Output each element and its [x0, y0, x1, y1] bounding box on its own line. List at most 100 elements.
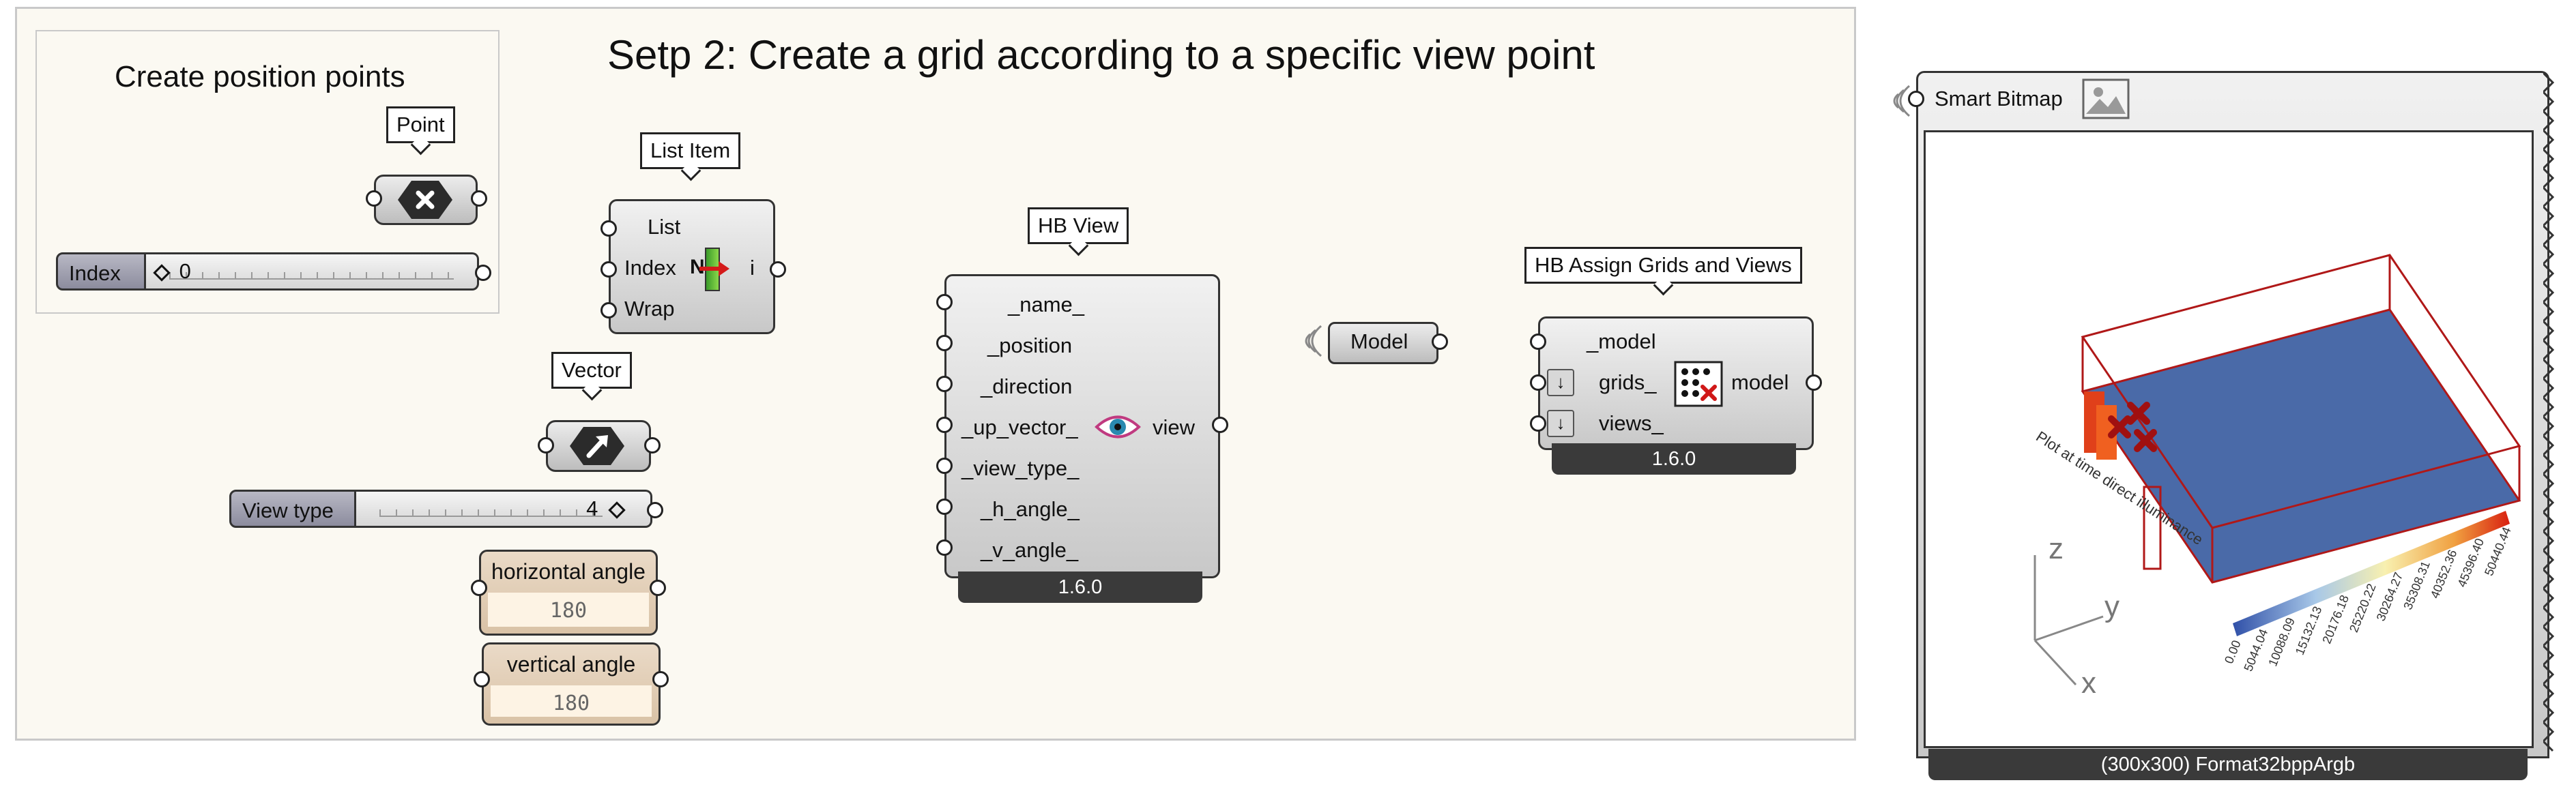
- index-slider-track[interactable]: 0: [146, 252, 479, 291]
- hb-assign-output-model: model: [1731, 370, 1789, 394]
- resize-edge[interactable]: [2543, 73, 2557, 756]
- wireless-icon: [1305, 325, 1322, 357]
- hb-view-input-h-angle: _h_angle_: [981, 497, 1080, 521]
- hb-assign-input-model: _model: [1587, 329, 1656, 353]
- v-angle-input-grip[interactable]: [474, 671, 490, 687]
- index-slider-value[interactable]: 0: [153, 254, 191, 288]
- list-item-output-grip[interactable]: [770, 261, 786, 278]
- hb-assign-input-grip-grids[interactable]: [1530, 374, 1546, 391]
- flatten-icon-grids[interactable]: ↓: [1547, 369, 1574, 396]
- list-item-input-grip-index[interactable]: [600, 261, 617, 278]
- smart-bitmap-label: Smart Bitmap: [1935, 87, 2063, 110]
- vector-input-grip[interactable]: [538, 437, 554, 454]
- hb-assign-output-grip[interactable]: [1806, 374, 1822, 391]
- v-angle-panel[interactable]: vertical angle 180: [482, 642, 661, 726]
- list-item-input-grip-list[interactable]: [600, 220, 617, 237]
- vector-output-grip[interactable]: [644, 437, 661, 454]
- image-icon: [2082, 78, 2130, 119]
- hb-view-version: 1.6.0: [958, 571, 1202, 603]
- h-angle-panel-value[interactable]: 180: [488, 593, 649, 627]
- legend-label: 30264.27: [2374, 570, 2406, 623]
- hb-view-input-view-type: _view_type_: [961, 456, 1080, 480]
- hb-view-input-grip-direction[interactable]: [936, 376, 953, 392]
- list-item-input-list: List: [648, 215, 681, 239]
- list-item-input-index: Index: [624, 256, 676, 280]
- hb-view-input-grip-view-type[interactable]: [936, 458, 953, 474]
- hb-view-output-grip[interactable]: [1212, 417, 1228, 433]
- index-slider-ticks: [169, 272, 454, 279]
- index-slider[interactable]: Index 0: [56, 252, 479, 291]
- hb-view-component[interactable]: _name_ _position _direction _up_vector_ …: [944, 274, 1220, 578]
- hb-assign-input-grids: grids_: [1599, 370, 1657, 394]
- eye-icon: [1095, 415, 1141, 439]
- h-angle-output-grip[interactable]: [650, 580, 666, 596]
- v-angle-output-grip[interactable]: [652, 671, 669, 687]
- legend-label: 35308.31: [2401, 559, 2433, 612]
- group-title: Create position points: [115, 60, 405, 93]
- point-param[interactable]: [374, 175, 478, 225]
- v-angle-panel-title: vertical angle: [506, 652, 636, 677]
- view-type-slider-ticks: [379, 509, 603, 516]
- hb-view-input-up-vector: _up_vector_: [961, 415, 1078, 439]
- smart-bitmap-footer: (300x300) Format32bppArgb: [1928, 749, 2528, 780]
- list-item-component[interactable]: List Index Wrap i N: [609, 199, 775, 334]
- legend-label: 5044.04: [2241, 627, 2270, 673]
- grid-points-icon: [1674, 361, 1723, 407]
- legend-bar: [2233, 511, 2510, 636]
- view-type-slider-track[interactable]: 4: [356, 490, 652, 528]
- list-item-icon: N: [690, 248, 731, 291]
- hb-view-bubble: HB View: [1028, 207, 1129, 244]
- legend-label: 10088.09: [2266, 616, 2298, 668]
- h-angle-panel[interactable]: horizontal angle 180: [479, 550, 658, 636]
- legend-label: 15132.13: [2293, 604, 2325, 657]
- hb-view-input-grip-v-angle[interactable]: [936, 539, 953, 556]
- smart-bitmap-input-grip[interactable]: [1908, 91, 1924, 107]
- hb-assign-version: 1.6.0: [1552, 443, 1796, 475]
- hb-view-input-grip-h-angle[interactable]: [936, 499, 953, 515]
- hb-assign-input-grip-model[interactable]: [1530, 333, 1546, 350]
- legend-label: 40352.36: [2428, 548, 2460, 600]
- vector-param[interactable]: [546, 420, 651, 472]
- index-slider-label: Index: [56, 252, 146, 291]
- view-type-slider-value[interactable]: 4: [586, 492, 626, 526]
- hb-view-input-grip-name[interactable]: [936, 294, 953, 310]
- list-item-input-wrap: Wrap: [624, 297, 675, 321]
- model-param-output-grip[interactable]: [1432, 333, 1448, 350]
- hb-assign-bubble: HB Assign Grids and Views: [1524, 247, 1802, 284]
- view-type-slider[interactable]: View type 4: [229, 490, 652, 528]
- index-output-grip[interactable]: [475, 265, 491, 281]
- list-item-bubble: List Item: [640, 132, 741, 169]
- hb-view-input-grip-position[interactable]: [936, 335, 953, 351]
- flatten-icon-views[interactable]: ↓: [1547, 410, 1574, 437]
- slider-handle-icon[interactable]: [153, 264, 171, 282]
- vector-bubble: Vector: [551, 352, 632, 389]
- axis-y-label: y: [2104, 590, 2119, 623]
- view-type-output-grip[interactable]: [647, 502, 663, 518]
- point-icon: [398, 181, 452, 219]
- point-input-grip[interactable]: [366, 190, 382, 207]
- h-angle-input-grip[interactable]: [471, 580, 487, 596]
- slider-handle-icon[interactable]: [608, 501, 626, 519]
- illuminance-plot: Plot at time direct illuminance 0.005044…: [2033, 254, 2521, 700]
- legend-label: 25220.22: [2347, 582, 2379, 634]
- hb-view-input-v-angle: _v_angle_: [981, 538, 1079, 562]
- v-angle-panel-value[interactable]: 180: [491, 685, 652, 717]
- hb-assign-input-grip-views[interactable]: [1530, 415, 1546, 432]
- hb-view-input-position: _position: [987, 333, 1073, 357]
- hb-view-output-view: view: [1153, 415, 1196, 439]
- page-title: Setp 2: Create a grid according to a spe…: [607, 32, 1595, 78]
- model-param[interactable]: Model: [1328, 322, 1438, 364]
- point-bubble: Point: [386, 106, 455, 143]
- hb-assign-component[interactable]: _model grids_ views_ model ↓ ↓: [1538, 316, 1814, 450]
- point-output-grip[interactable]: [471, 190, 487, 207]
- axis-x-label: x: [2081, 666, 2096, 700]
- model-param-label: Model: [1350, 329, 1408, 353]
- axis-z-label: z: [2049, 532, 2064, 565]
- legend-label: 0.00: [2222, 638, 2244, 666]
- vector-arrow-icon: [570, 427, 624, 465]
- hb-view-input-grip-up-vector[interactable]: [936, 417, 953, 433]
- floor-plane: [2083, 310, 2519, 582]
- smart-bitmap-component[interactable]: Smart Bitmap: [1916, 71, 2555, 758]
- list-item-input-grip-wrap[interactable]: [600, 302, 617, 318]
